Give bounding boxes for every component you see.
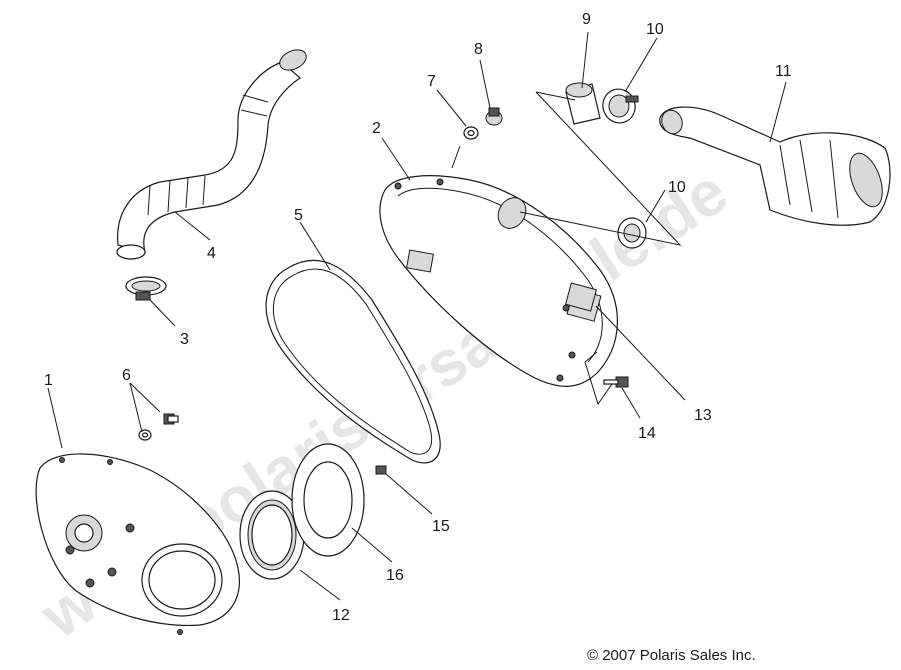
copyright-notice: © 2007 Polaris Sales Inc. [587,647,756,664]
part-5-drive-belt [265,259,441,464]
part-10-clamp-upper [602,88,639,124]
part-12-seal [239,490,305,580]
callout-4: 4 [207,245,216,262]
part-16-plate [291,443,365,557]
callout-8: 8 [474,41,483,58]
part-1-inner-cover [35,453,240,635]
leader-lines [47,31,787,601]
part-8-plug [485,107,503,126]
part-11-air-duct [659,106,891,226]
callout-6: 6 [122,367,131,384]
part-13-label [564,282,598,312]
callout-2: 2 [372,120,381,137]
callout-10-upper: 10 [646,21,664,38]
callout-12: 12 [332,607,350,624]
callout-15: 15 [432,518,450,535]
callout-numbers: 1 2 3 4 5 6 7 8 9 10 10 11 12 13 14 15 1… [44,11,792,624]
part-9-coupler [565,82,601,125]
callout-3: 3 [180,331,189,348]
callout-1: 1 [44,372,53,389]
part-15-screw [375,465,387,475]
part-4-intake-duct [116,49,307,260]
callout-11: 11 [775,63,792,80]
part-7-washer [463,126,479,140]
callout-5: 5 [294,207,303,224]
part-6-bolt-washer [138,413,179,441]
part-3-clamp [125,276,167,301]
callout-14: 14 [638,425,656,442]
callout-7: 7 [427,73,436,90]
callout-9: 9 [582,11,591,28]
part-14-bolt [603,376,629,388]
callout-10-lower: 10 [668,179,686,196]
callout-13: 13 [694,407,712,424]
callout-16: 16 [386,567,404,584]
